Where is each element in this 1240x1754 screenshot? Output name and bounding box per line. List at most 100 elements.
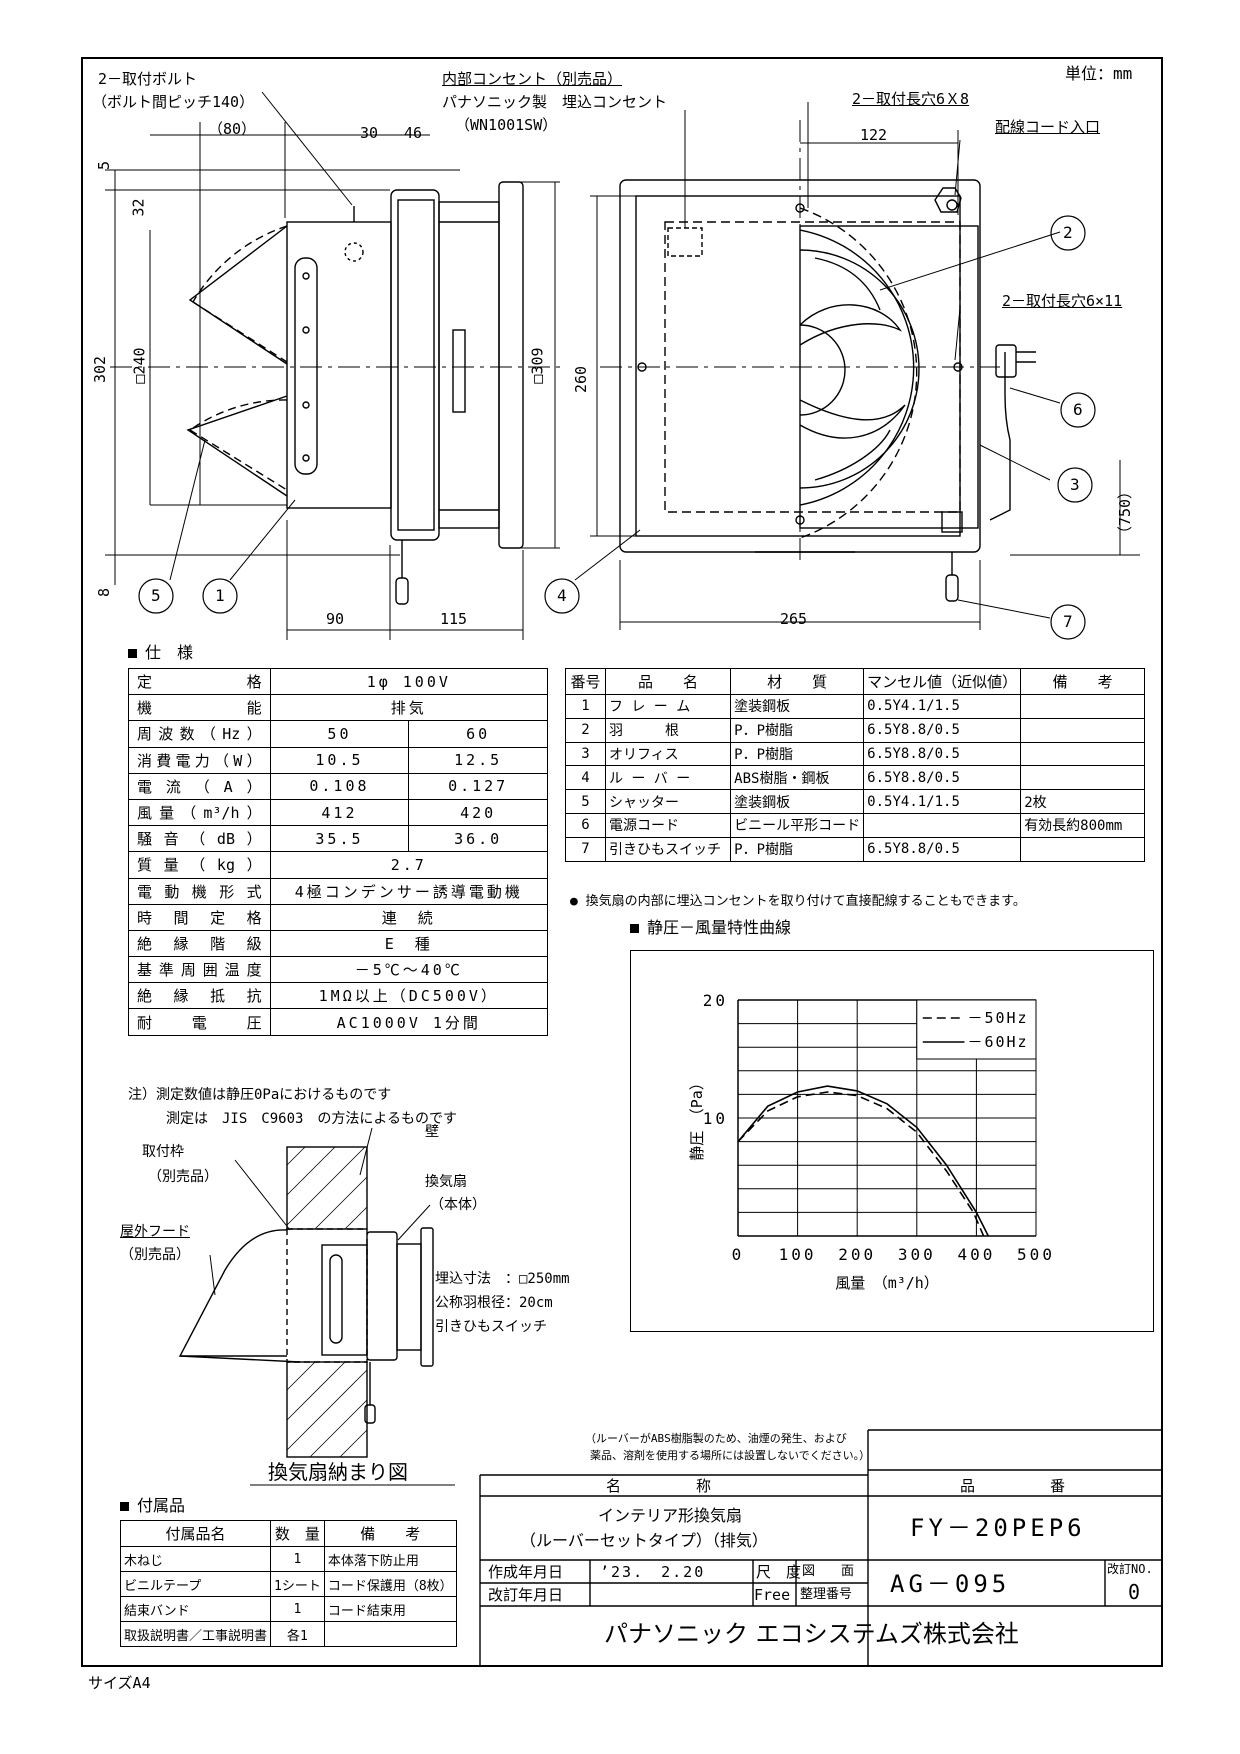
install-wall-label: 壁 <box>425 1124 439 1140</box>
table-cell: 412 <box>269 798 410 827</box>
table-cell: 耐電圧 <box>128 1008 271 1036</box>
installation-drawing <box>178 1127 455 1486</box>
table-cell <box>1020 694 1145 719</box>
x-tick-label: 0 <box>732 1245 745 1264</box>
install-title: 換気扇納まり図 <box>268 1460 408 1484</box>
table-cell: コード保護用（8枚） <box>323 1571 457 1597</box>
table-cell: 電源コード <box>604 812 732 838</box>
table-cell: ABS樹脂・鋼板 <box>730 765 865 791</box>
table-cell: 1 <box>565 694 606 719</box>
revision-value: 0 <box>1128 1580 1141 1604</box>
table-cell: －5℃～40℃ <box>269 956 549 984</box>
spec-title: 仕 様 <box>128 645 193 661</box>
table-cell: 定格 <box>128 667 271 696</box>
y-tick-label: 20 <box>703 991 728 1010</box>
table-cell: 備 考 <box>323 1520 457 1547</box>
dim-90: 90 <box>326 610 345 628</box>
product-number: FY－20PEP6 <box>910 1514 1086 1542</box>
table-cell: 0.127 <box>408 772 548 800</box>
balloon-4: 4 <box>557 586 567 605</box>
table-cell: 電流（A） <box>128 772 271 800</box>
callout-outlet-maker: パナソニック製 埋込コンセント <box>442 93 668 111</box>
table-cell: 35.5 <box>269 825 410 853</box>
table-cell <box>1020 717 1145 743</box>
table-cell: P．P樹脂 <box>730 717 865 743</box>
curve-frame <box>630 950 1154 1332</box>
side-view-drawing <box>105 91 560 640</box>
table-cell: 0.5Y4.1/1.5 <box>863 694 1022 719</box>
dim-750: （750） <box>1116 483 1135 542</box>
table-cell: 塗装鋼板 <box>730 694 865 719</box>
table-cell: フ レ ー ム <box>604 694 732 719</box>
y-axis-label: 静圧 （Pa） <box>688 1075 706 1161</box>
product-name-1: インテリア形換気扇 <box>598 1506 743 1525</box>
caution-2: 薬品、溶剤を使用する場所には設置しないでください。） <box>590 1449 871 1462</box>
section-square-icon <box>120 1502 129 1511</box>
legend-box <box>916 999 1037 1060</box>
table-cell: 塗装鋼板 <box>730 789 865 814</box>
dim-309: □309 <box>528 347 547 384</box>
callout-outlet-model: （WN1001SW） <box>455 116 558 134</box>
table-cell: 1MΩ以上（DC500V） <box>269 982 549 1010</box>
x-tick-label: 400 <box>957 1245 995 1264</box>
product-name-2: （ルーバーセットタイプ）（排気） <box>520 1531 768 1550</box>
table-cell: 数 量 <box>270 1520 325 1547</box>
callout-outlet: 内部コンセント（別売品） <box>442 70 623 88</box>
dim-80: （80） <box>208 120 257 138</box>
table-cell: P．P樹脂 <box>730 741 865 767</box>
dim-265: 265 <box>780 610 808 628</box>
table-cell: 風量（m³/h） <box>128 798 271 827</box>
dim-302: 302 <box>91 355 110 384</box>
section-square-icon <box>128 649 137 658</box>
accessories-title: 付属品 <box>120 1498 185 1514</box>
balloon-5: 5 <box>151 586 161 605</box>
table-cell: 0.108 <box>269 772 410 800</box>
table-cell: 12.5 <box>408 746 548 774</box>
table-row: 時間定格連 続 <box>128 903 549 931</box>
created-value: ’23. 2.20 <box>600 1563 706 1581</box>
dim-122: 122 <box>860 126 888 144</box>
table-cell: コード結束用 <box>323 1596 457 1622</box>
table-cell: 6.5Y8.8/0.5 <box>863 836 1022 862</box>
table-cell: 有効長約800mm <box>1020 812 1145 838</box>
install-hood-sub: （別売品） <box>120 1247 190 1263</box>
caution-1: （ルーバーがABS樹脂製のため、油煙の発生、および <box>585 1432 847 1445</box>
table-cell: AC1000V 1分間 <box>269 1008 549 1036</box>
install-spec-2: 公称羽根径：20cm <box>435 1295 553 1311</box>
number-header: 品 番 <box>960 1477 1066 1495</box>
drawing-label-2: 整理番号 <box>800 1587 853 1602</box>
dim-30: 30 <box>360 124 379 142</box>
table-cell: 0.5Y4.1/1.5 <box>863 789 1022 814</box>
table-cell: 備 考 <box>1020 668 1145 695</box>
section-square-icon <box>630 924 639 933</box>
table-cell: 引きひもスイッチ <box>604 836 732 862</box>
legend-label: －60Hz <box>967 1033 1028 1051</box>
table-cell <box>323 1621 457 1647</box>
table-cell: 60 <box>408 720 548 748</box>
callout-slot-top: 2－取付長穴6Ｘ8 <box>852 90 970 108</box>
table-cell: 1シート <box>270 1571 325 1597</box>
table-cell: 羽 根 <box>604 717 732 743</box>
table-cell: 品 名 <box>604 668 732 695</box>
x-tick-label: 100 <box>779 1245 817 1264</box>
table-cell: ビニルテープ <box>119 1571 272 1597</box>
table-cell: 番号 <box>565 668 606 695</box>
balloon-1: 1 <box>215 586 225 605</box>
table-cell: マンセル値（近似値） <box>863 668 1022 695</box>
table-cell: 36.0 <box>408 825 548 853</box>
